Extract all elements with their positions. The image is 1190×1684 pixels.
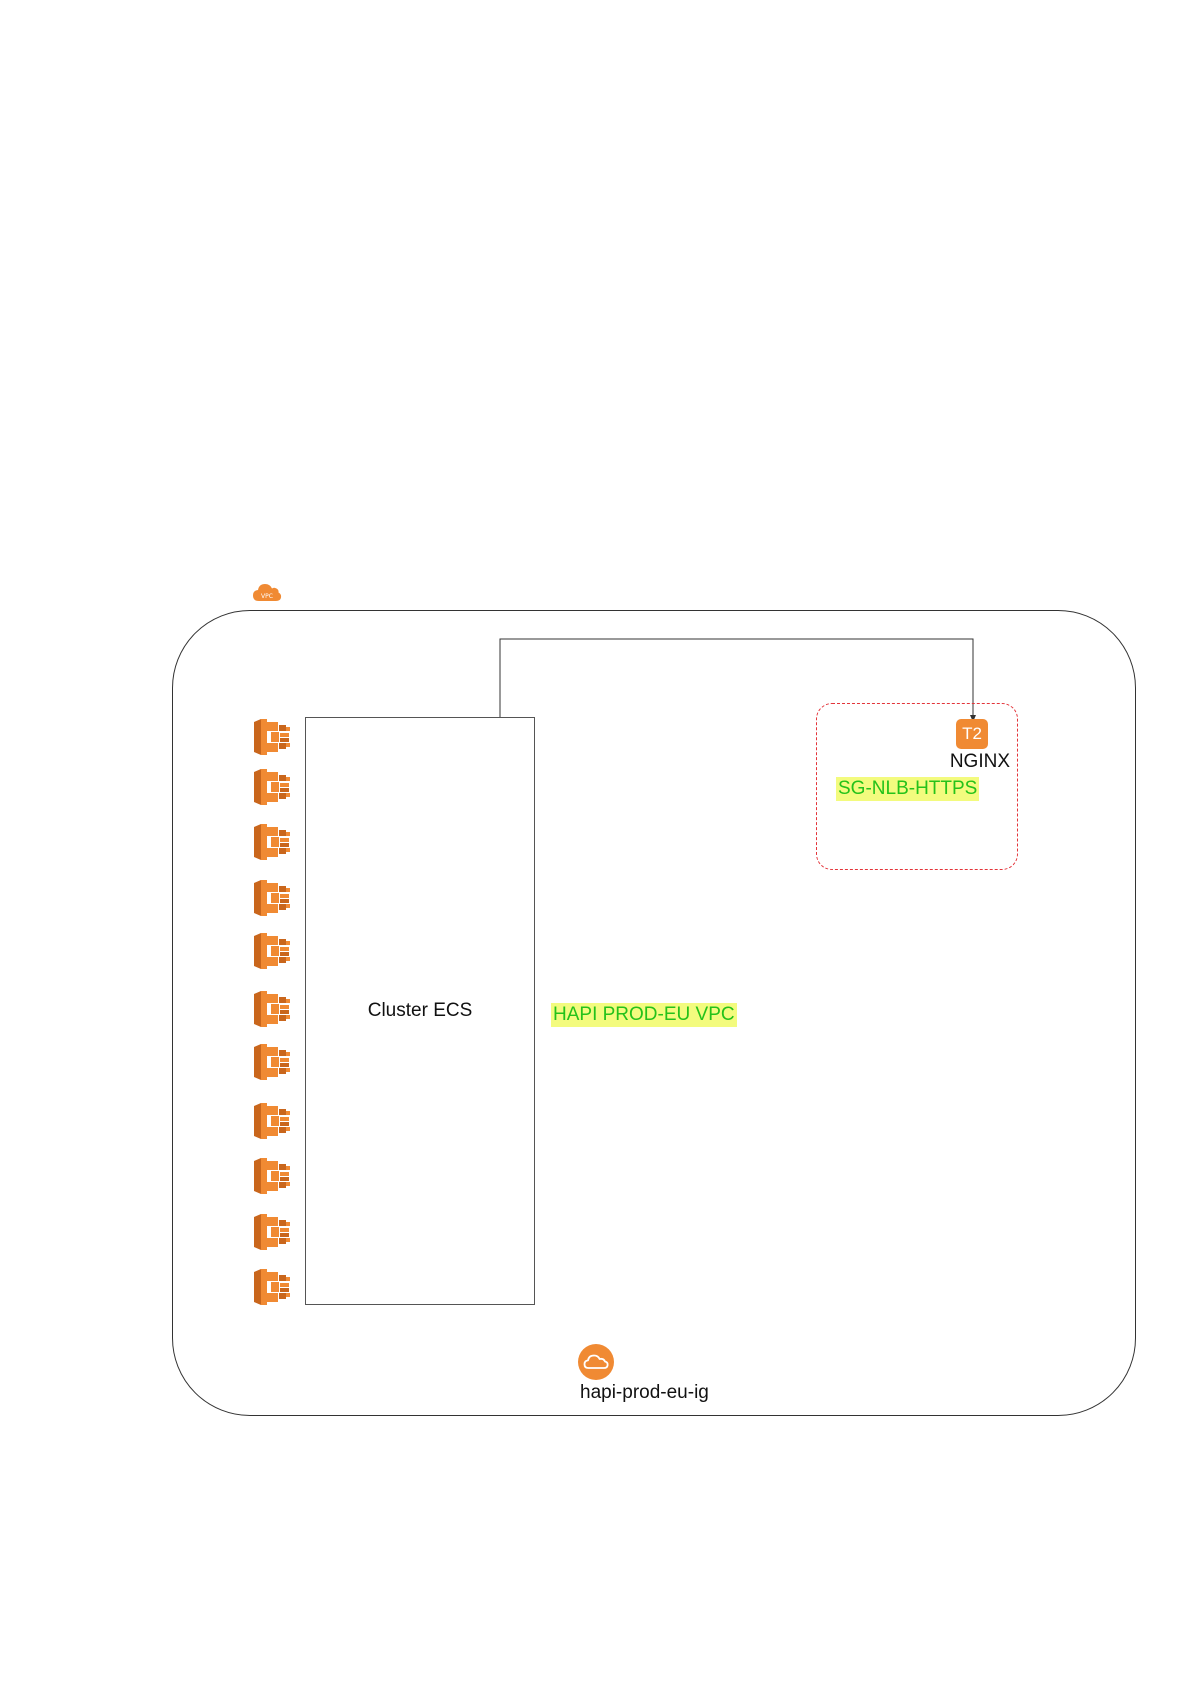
ecs-container-icon [252,823,294,861]
internet-gateway-cloud-icon [577,1343,615,1381]
internet-gateway-label: hapi-prod-eu-ig [580,1382,709,1404]
ecs-container-icon [252,1213,294,1251]
ecs-container-icon [252,1268,294,1306]
ecs-container-icon [252,990,294,1028]
security-group-label: SG-NLB-HTTPS [836,777,979,801]
vpc-name-label: HAPI PROD-EU VPC [551,1003,737,1027]
ecs-container-icon [252,1157,294,1195]
ecs-container-icon [252,718,294,756]
ecs-container-icon [252,1102,294,1140]
ecs-container-icon [252,932,294,970]
ecs-container-icon [252,768,294,806]
ecs-cluster-label: Cluster ECS [305,1000,535,1022]
nginx-label: NGINX [930,751,1010,773]
ecs-container-icon [252,1043,294,1081]
ec2-t2-instance-icon: T2 [956,719,988,749]
ecs-container-icon [252,879,294,917]
